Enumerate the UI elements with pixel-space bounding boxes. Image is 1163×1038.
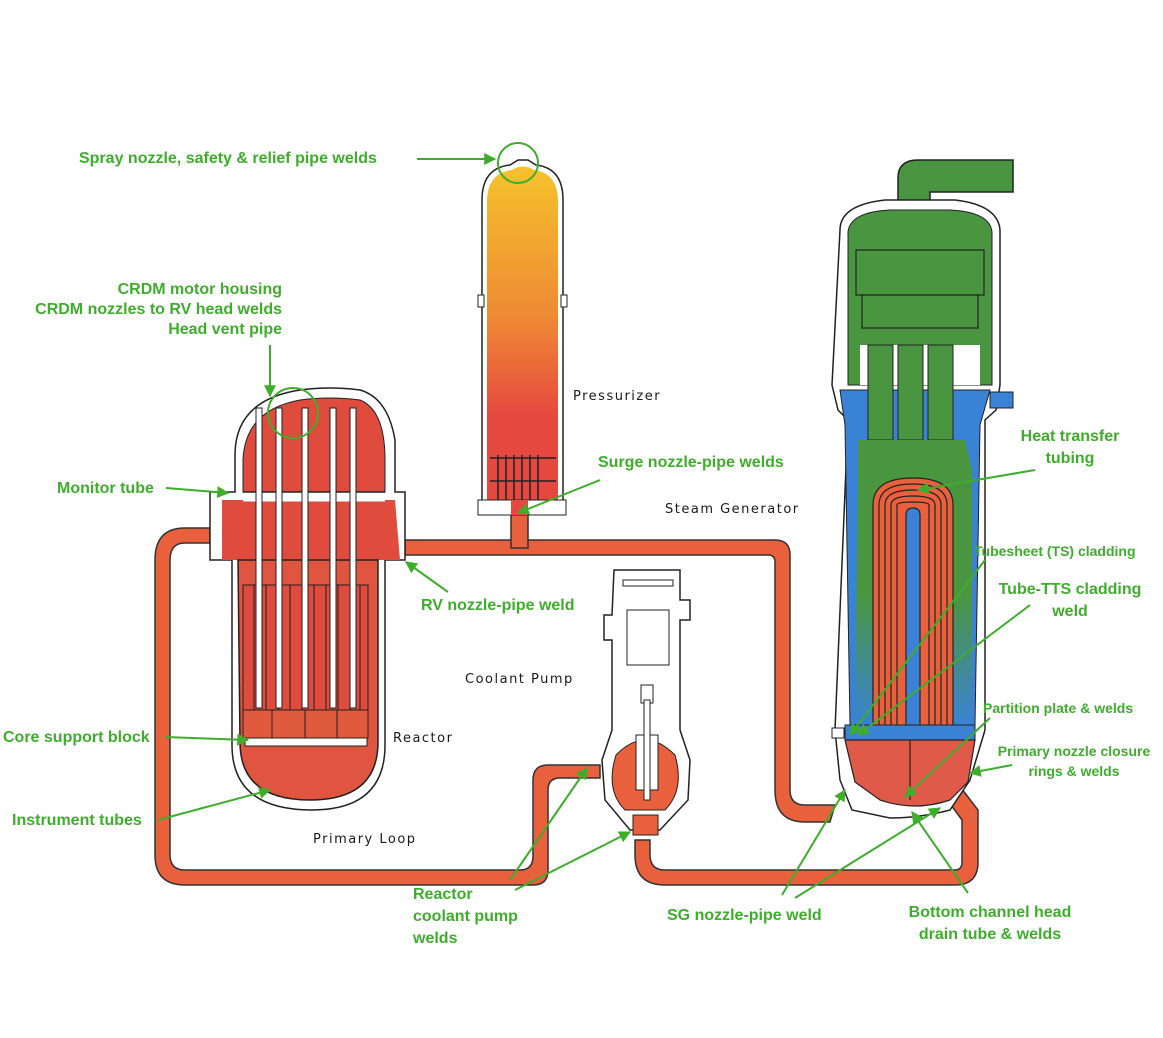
- annotation-rcp-line-3: welds: [413, 930, 458, 947]
- reactor-coolant-pump: [601, 569, 691, 836]
- steam-generator-label: Steam Generator: [665, 502, 800, 517]
- annotation-primary-nozzle-line-1: Primary nozzle closure: [997, 743, 1151, 759]
- annotation-heat-transfer-line-1: Heat transfer: [1020, 428, 1120, 445]
- annotation-bottom-channel-line-2: drain tube & welds: [918, 926, 1062, 943]
- annotation-tubesheet: Tubesheet (TS) cladding: [974, 543, 1136, 559]
- spray-nozzle-circle: [497, 142, 539, 184]
- reactor-vessel: [209, 387, 406, 811]
- annotation-tube-tts-line-2: weld: [1052, 603, 1088, 620]
- annotation-primary-nozzle-line-2: rings & welds: [1028, 763, 1120, 779]
- annotation-heat-transfer: Heat transfer tubing: [1010, 426, 1130, 470]
- steam-generator: [831, 159, 1014, 819]
- annotation-rcp-line-1: Reactor: [413, 886, 473, 903]
- annotation-core-support: Core support block: [3, 729, 150, 746]
- pressurizer-vessel: [477, 159, 568, 516]
- annotation-tube-tts-line-1: Tube-TTS cladding: [998, 581, 1142, 598]
- annotation-bottom-channel: Bottom channel head drain tube & welds: [895, 902, 1085, 946]
- annotation-spray-nozzle: Spray nozzle, safety & relief pipe welds: [79, 150, 377, 167]
- annotation-monitor-tube: Monitor tube: [57, 480, 154, 497]
- annotation-crdm-line-3: Head vent pipe: [168, 321, 282, 338]
- pressurizer-label: Pressurizer: [573, 389, 662, 404]
- u-tube-bundle: [872, 477, 954, 725]
- annotation-crdm-line-1: CRDM motor housing: [117, 281, 282, 298]
- annotation-rcp-welds: Reactor coolant pump welds: [413, 884, 518, 950]
- highlight-circles: [267, 142, 539, 439]
- annotation-sg-nozzle: SG nozzle-pipe weld: [667, 907, 822, 924]
- annotation-bottom-channel-line-1: Bottom channel head: [908, 904, 1072, 921]
- annotation-arrows: [157, 153, 1036, 899]
- annotation-rcp-line-2: coolant pump: [413, 908, 518, 925]
- annotation-surge-nozzle: Surge nozzle-pipe welds: [598, 454, 784, 471]
- annotation-tube-tts: Tube-TTS cladding weld: [985, 579, 1155, 623]
- annotation-crdm-line-2: CRDM nozzles to RV head welds: [35, 301, 282, 318]
- annotation-partition-plate: Partition plate & welds: [983, 700, 1134, 716]
- primary-loop-label: Primary Loop: [313, 832, 417, 847]
- annotation-crdm: CRDM motor housing CRDM nozzles to RV he…: [35, 280, 282, 340]
- crdm-circle: [267, 387, 319, 439]
- annotation-rv-nozzle: RV nozzle-pipe weld: [421, 597, 575, 614]
- annotation-primary-nozzle: Primary nozzle closure rings & welds: [985, 741, 1163, 781]
- reactor-label: Reactor: [393, 731, 454, 746]
- coolant-pump-label: Coolant Pump: [465, 672, 574, 687]
- annotation-heat-transfer-line-2: tubing: [1045, 450, 1095, 467]
- control-rods: [255, 407, 357, 709]
- annotation-instrument-tubes: Instrument tubes: [12, 812, 142, 829]
